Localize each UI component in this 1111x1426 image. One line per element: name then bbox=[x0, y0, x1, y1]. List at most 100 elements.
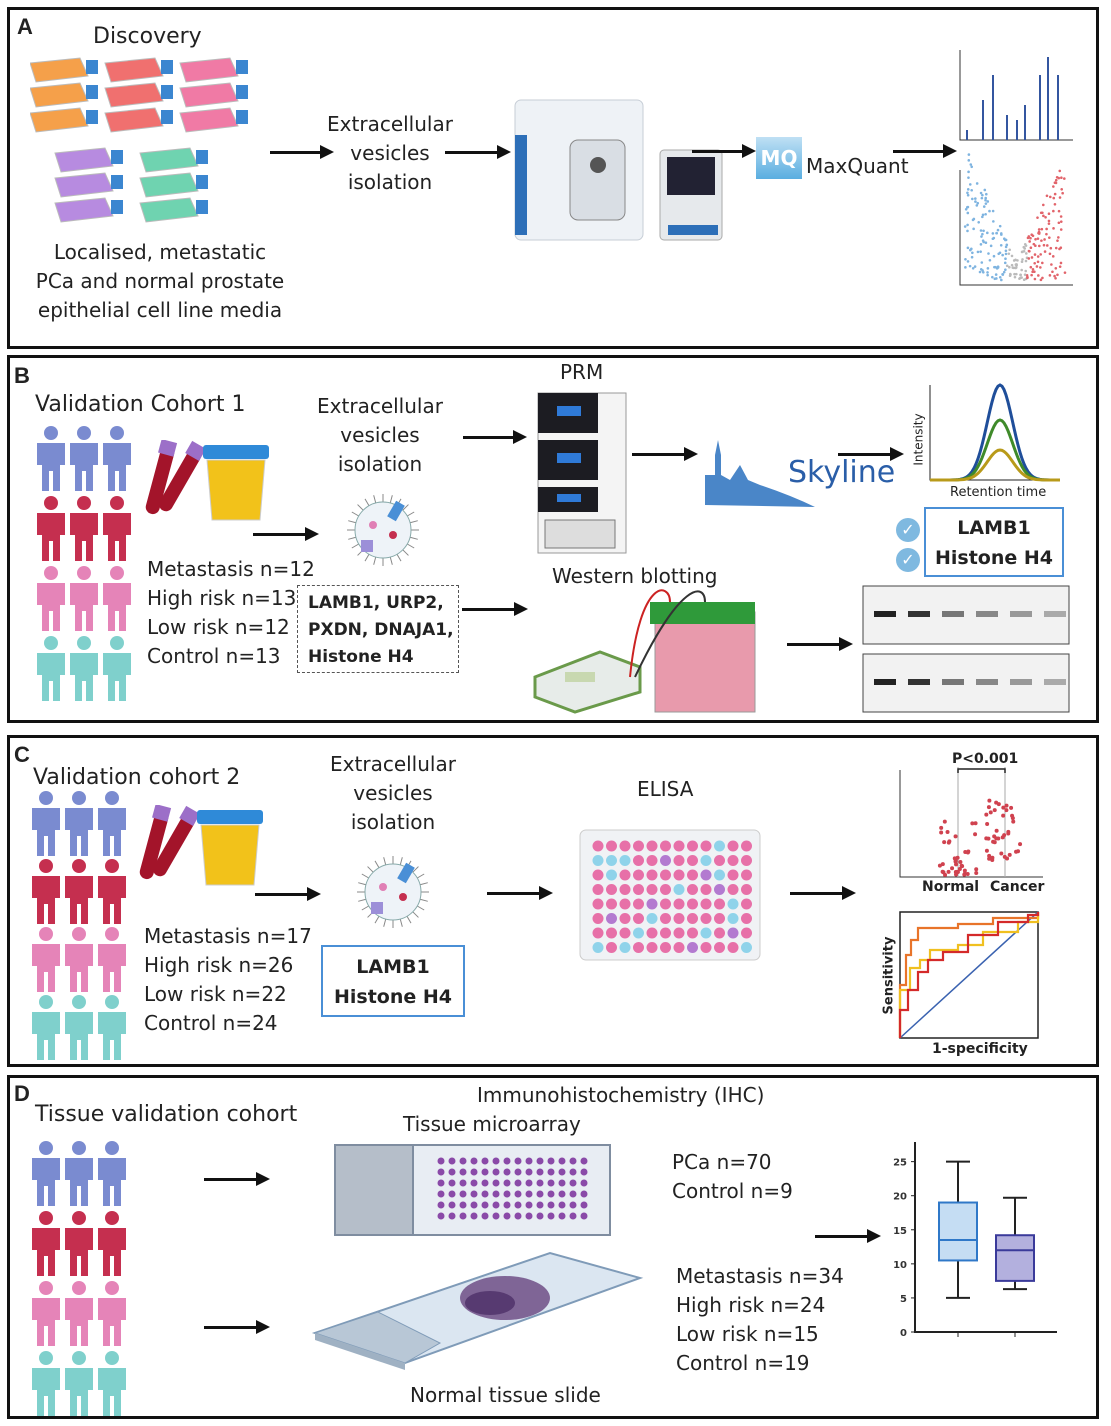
volcano-point bbox=[1010, 254, 1014, 258]
person-icon bbox=[110, 566, 124, 580]
cancer-point bbox=[985, 821, 990, 826]
tissue-core bbox=[470, 1157, 478, 1165]
volcano-point bbox=[1056, 273, 1059, 277]
volcano-point bbox=[1053, 181, 1057, 185]
tissue-core bbox=[569, 1201, 577, 1209]
group-high-risk: High risk n=26 bbox=[144, 953, 294, 977]
tissue-core bbox=[492, 1212, 500, 1220]
tissue-core bbox=[437, 1190, 445, 1198]
vesicle-spike bbox=[351, 543, 360, 549]
volcano-point bbox=[1043, 238, 1046, 241]
normal-point bbox=[946, 840, 951, 845]
plate-well bbox=[646, 898, 658, 910]
vesicle-spike bbox=[402, 504, 409, 511]
volcano-point bbox=[1015, 272, 1018, 276]
person-icon bbox=[32, 1368, 60, 1416]
volcano-point bbox=[1042, 203, 1045, 207]
volcano-point bbox=[1051, 270, 1054, 274]
tissue-core bbox=[503, 1179, 511, 1187]
cancer-point bbox=[1002, 854, 1007, 859]
tissue-core bbox=[437, 1168, 445, 1176]
volcano-point bbox=[966, 246, 970, 250]
flask-icon bbox=[179, 57, 239, 83]
volcano-point bbox=[1004, 252, 1008, 256]
step-line: vesicles bbox=[340, 423, 420, 447]
blot-band bbox=[874, 611, 896, 617]
blot-band bbox=[1010, 679, 1032, 685]
person-icon bbox=[72, 995, 86, 1009]
plate-well bbox=[660, 913, 671, 924]
vesicle-spike bbox=[364, 553, 370, 562]
group-control: Control n=19 bbox=[676, 1351, 810, 1375]
vesicle-spike bbox=[383, 857, 387, 866]
volcano-point bbox=[979, 229, 983, 232]
vesicle-spike bbox=[358, 882, 367, 886]
plate-well bbox=[646, 884, 658, 895]
panel-c bbox=[7, 735, 1099, 1067]
cancer-point bbox=[1009, 805, 1014, 810]
person-icon bbox=[77, 636, 91, 650]
person-icon bbox=[65, 876, 93, 924]
volcano-point bbox=[1053, 192, 1057, 196]
vesicle-spike bbox=[357, 504, 364, 511]
person-icon bbox=[72, 791, 86, 805]
volcano-point bbox=[1054, 178, 1058, 182]
volcano-point bbox=[1052, 185, 1055, 188]
volcano-point bbox=[1056, 239, 1059, 242]
plate-well bbox=[633, 927, 644, 939]
intensity-axis-label: Intensity bbox=[911, 413, 926, 466]
tissue-core bbox=[569, 1190, 577, 1198]
person-icon bbox=[37, 513, 65, 561]
plate-well bbox=[619, 884, 631, 895]
volcano-point bbox=[999, 243, 1003, 247]
tissue-core bbox=[459, 1190, 467, 1198]
plate-well bbox=[727, 942, 739, 953]
volcano-point bbox=[966, 223, 969, 227]
volcano-point bbox=[992, 236, 996, 240]
volcano-point bbox=[984, 241, 988, 244]
tissue-core bbox=[536, 1157, 544, 1165]
plate-well bbox=[741, 884, 752, 895]
volcano-point bbox=[966, 193, 970, 197]
volcano-point bbox=[1054, 246, 1058, 250]
plate-well bbox=[687, 869, 698, 881]
volcano-point bbox=[1049, 246, 1053, 250]
skyline-logo bbox=[705, 440, 815, 507]
volcano-point bbox=[1035, 265, 1039, 268]
volcano-point bbox=[1052, 227, 1055, 230]
volcano-point bbox=[1018, 276, 1022, 280]
extracellular-vesicle-icon bbox=[347, 494, 419, 566]
volcano-point bbox=[992, 254, 996, 258]
volcano-point bbox=[1052, 196, 1056, 200]
volcano-point bbox=[966, 188, 970, 191]
plate-well bbox=[727, 927, 739, 939]
arrow bbox=[790, 886, 856, 900]
plate-well bbox=[687, 942, 698, 953]
volcano-point bbox=[991, 232, 995, 235]
volcano-point bbox=[991, 275, 994, 279]
plate-well bbox=[646, 942, 658, 953]
group-control: Control n=9 bbox=[672, 1179, 793, 1203]
skyline-label: Skyline bbox=[788, 455, 896, 490]
volcano-point bbox=[1059, 228, 1063, 231]
volcano-point bbox=[1058, 196, 1062, 199]
vesicle-cargo bbox=[399, 893, 407, 901]
volcano-point bbox=[965, 206, 969, 209]
person-icon bbox=[98, 1298, 126, 1346]
plate-well bbox=[714, 884, 725, 895]
volcano-point bbox=[1027, 257, 1031, 260]
volcano-point bbox=[967, 159, 971, 162]
tissue-core bbox=[514, 1212, 522, 1220]
volcano-point bbox=[1044, 215, 1047, 219]
y-tick-label: 15 bbox=[893, 1226, 907, 1237]
volcano-point bbox=[971, 251, 974, 255]
vesicle-spike bbox=[361, 905, 370, 911]
volcano-point bbox=[993, 277, 997, 281]
step-line: isolation bbox=[347, 170, 433, 194]
vesicle-spike bbox=[373, 556, 377, 565]
tube-cap bbox=[185, 440, 207, 461]
lc-ms-instrument-icon bbox=[537, 392, 627, 554]
